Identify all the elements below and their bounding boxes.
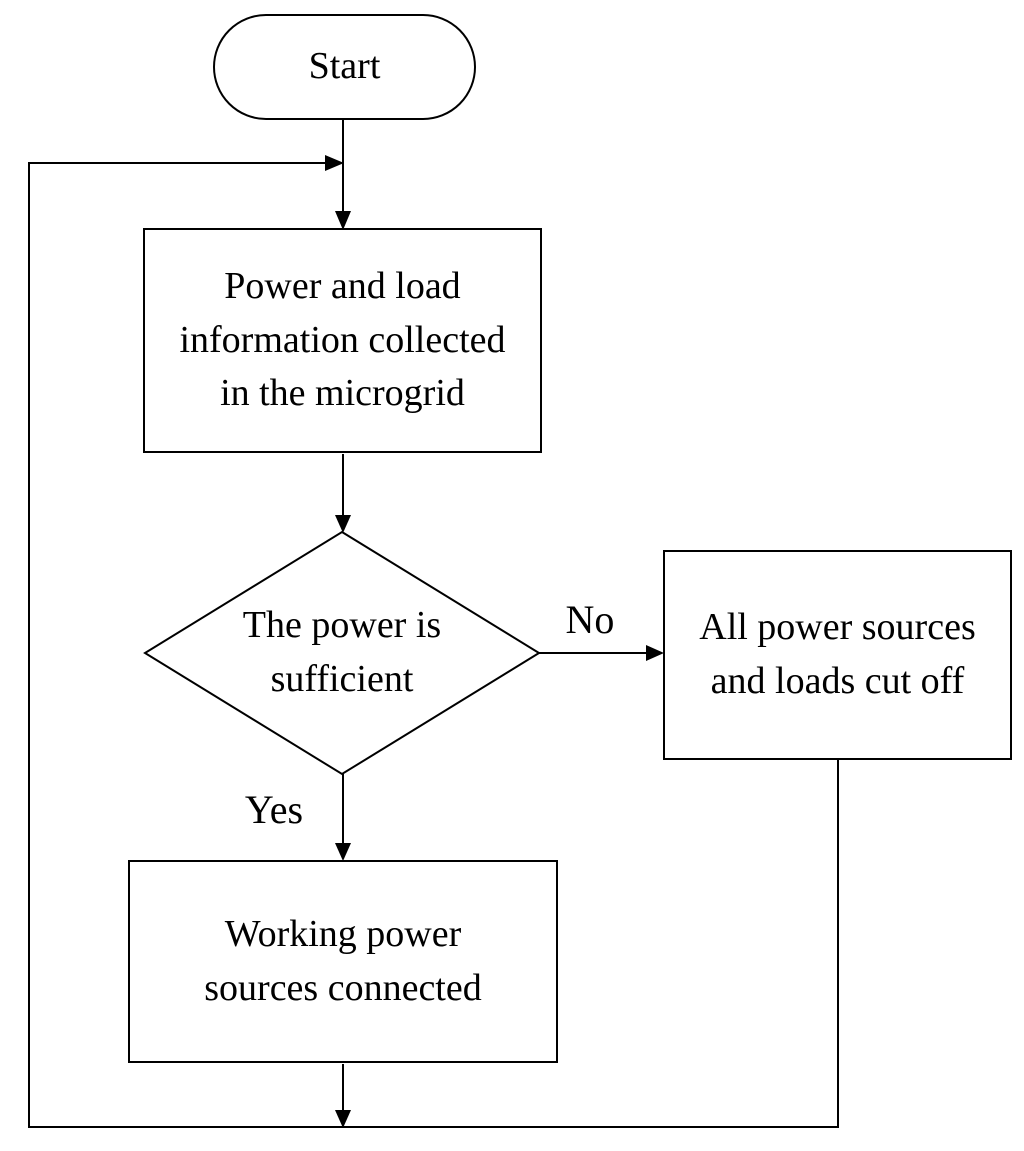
node-cutoff: All power sources and loads cut off	[663, 550, 1012, 760]
node-start-label: Start	[308, 45, 381, 88]
node-working-sources-label: Working power sources connected	[204, 912, 482, 1009]
node-collect-info-label: Power and load information collected in …	[179, 264, 506, 415]
arrowhead-collect-to-decision	[335, 515, 351, 533]
decision-power-sufficient-label: The power is sufficient	[242, 604, 442, 700]
node-working-sources: Working power sources connected	[128, 860, 558, 1063]
arrowhead-start-to-collect	[335, 211, 351, 230]
decision-power-sufficient: The power is sufficient	[192, 572, 492, 734]
branch-label-no: No	[565, 597, 615, 642]
node-cutoff-label: All power sources and loads cut off	[699, 606, 976, 702]
node-collect-info: Power and load information collected in …	[143, 228, 542, 453]
arrowhead-decision-to-cutoff	[646, 645, 664, 661]
node-start: Start	[213, 14, 476, 120]
arrowhead-decision-to-connect	[335, 843, 351, 861]
branch-label-yes: Yes	[244, 787, 304, 832]
edge-loop-return	[28, 162, 839, 1128]
arrowhead-loop-junction	[325, 155, 344, 171]
arrowhead-connect-to-loop	[335, 1110, 351, 1128]
